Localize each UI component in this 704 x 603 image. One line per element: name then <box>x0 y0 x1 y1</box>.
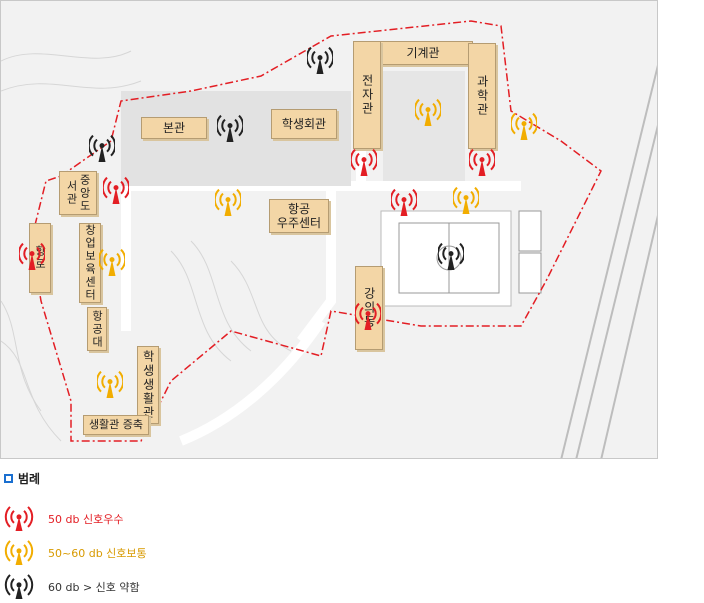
signal-strong-marker-icon <box>103 176 129 204</box>
building-cheongwang-boyuk: 창업보육센터 <box>79 223 101 303</box>
building-haksaeng-saenghwalgwan: 학생생활관 <box>137 346 159 424</box>
plaza <box>383 71 465 181</box>
legend-item-medium: 50~60 db 신호보통 <box>2 540 147 566</box>
signal-weak-marker-icon <box>307 46 333 74</box>
signal-strong-icon <box>4 506 34 531</box>
building-hangno: 항로 <box>29 223 51 293</box>
building-saenghwalgwan-jeungchuk: 생활관 증축 <box>83 415 149 435</box>
signal-medium-marker-icon <box>415 98 441 126</box>
signal-weak-marker-icon <box>89 134 115 162</box>
building-gangui-dong: 강의동 <box>355 266 383 350</box>
railway <box>560 64 657 458</box>
building-gwahakgwan: 과학관 <box>468 43 496 149</box>
signal-weak-marker-icon <box>217 114 243 142</box>
signal-strong-marker-icon <box>391 188 417 216</box>
signal-medium-marker-icon <box>215 188 241 216</box>
legend-item-weak: 60 db > 신호 약함 <box>2 574 140 600</box>
building-jungang-doseogwan: 중앙도서관 <box>59 171 97 215</box>
building-gigyegwan: 기계관 <box>373 41 473 65</box>
signal-medium-marker-icon <box>511 112 537 140</box>
signal-strong-marker-icon <box>469 148 495 176</box>
signal-strong-marker-icon <box>19 242 45 270</box>
signal-medium-marker-icon <box>453 186 479 214</box>
building-hanggong-ujusenter: 항공 우주센터 <box>269 199 329 233</box>
legend-square-icon <box>4 474 13 483</box>
building-hanggongdae: 항공대 <box>87 307 107 351</box>
building-haksaenghoegwan: 학생회관 <box>271 109 337 139</box>
signal-medium-marker-icon <box>97 370 123 398</box>
signal-medium-marker-icon <box>99 248 125 276</box>
signal-strong-marker-icon <box>355 302 381 330</box>
signal-weak-icon <box>4 574 34 599</box>
contour-lines <box>1 50 292 442</box>
campus-map: 기계관 전자관 과학관 본관 학생회관 중앙도서관 항공 우주센터 강의동 항로… <box>0 0 658 459</box>
legend-item-strong: 50 db 신호우수 <box>2 506 123 532</box>
signal-strong-marker-icon <box>351 148 377 176</box>
tennis-courts <box>518 210 542 294</box>
campus-boundary <box>30 20 602 442</box>
signal-medium-icon <box>4 540 34 565</box>
legend-title: 범례 <box>4 470 40 487</box>
building-bongwan: 본관 <box>141 117 207 139</box>
signal-weak-marker-icon <box>438 242 464 270</box>
building-jeonjagwan: 전자관 <box>353 41 381 149</box>
